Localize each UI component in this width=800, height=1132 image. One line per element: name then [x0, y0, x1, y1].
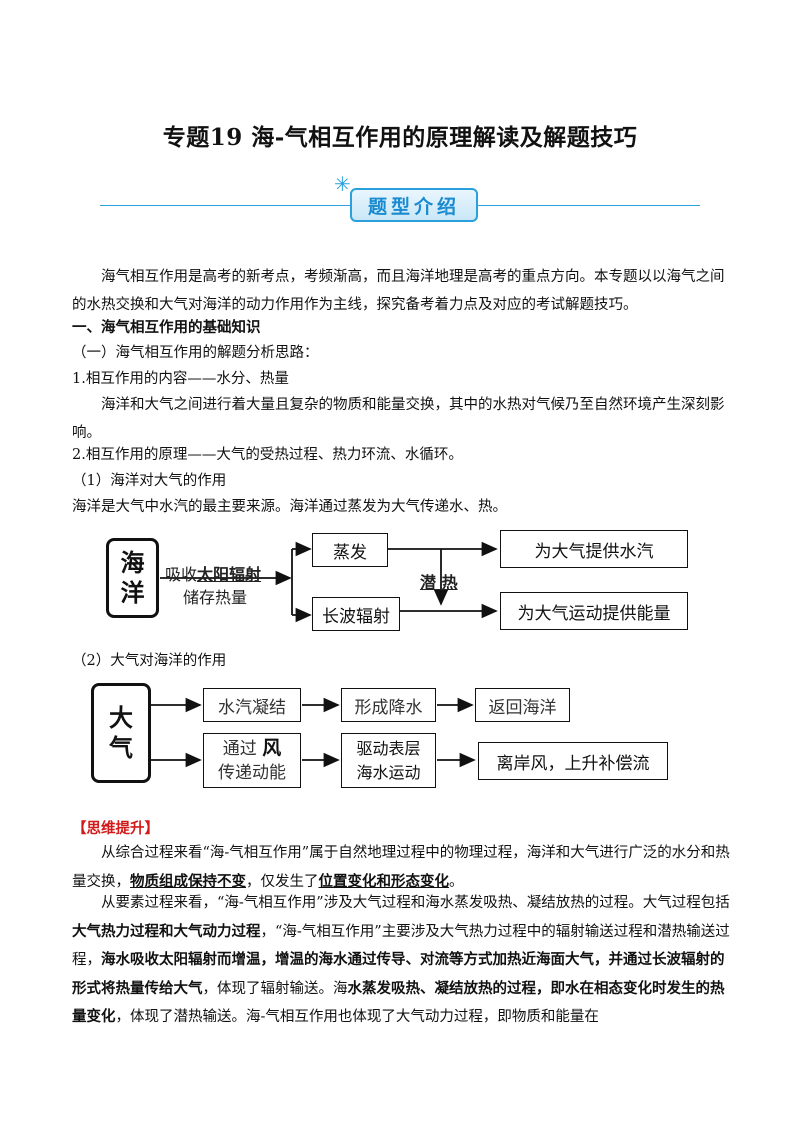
store-heat-label: 储存热量	[183, 588, 248, 607]
page-title: 专题19 海-气相互作用的原理解读及解题技巧	[162, 124, 638, 151]
t2-text-3: ，体现了辐射输送。海	[202, 980, 348, 997]
condensation-box: 水汽凝结	[203, 688, 301, 722]
thinking-paragraph-1: 从综合过程来看“海-气相互作用”属于自然地理过程中的物理过程，海洋和大气进行广泛…	[72, 840, 732, 896]
subheading-analysis: （一）海气相互作用的解题分析思路：	[72, 345, 319, 361]
latent-heat-label: 潜 热	[420, 573, 458, 592]
via-text: 通过	[222, 739, 257, 759]
return-ocean-box: 返回海洋	[475, 688, 570, 722]
t1-text-3: 。	[449, 873, 464, 890]
item-principle: 2.相互作用的原理——大气的受热过程、热力环流、水循环。	[72, 447, 463, 463]
evaporation-box: 蒸发	[312, 533, 388, 567]
item-content: 1.相互作用的内容——水分、热量	[72, 371, 289, 387]
t2-text-4: ，体现了潜热输送。海-气相互作用也体现了大气动力过程，即物质和能量在	[115, 1009, 599, 1025]
precipitation-box: 形成降水	[341, 688, 436, 722]
paragraph-exchange: 海洋和大气之间进行着大量且复杂的物质和能量交换，其中的水热对气候乃至自然环境产生…	[72, 397, 725, 441]
transfer-energy-text: 传递动能	[218, 763, 286, 783]
wind-kinetic-box: 通过 风 传递动能	[203, 733, 301, 788]
drive-surface-box: 驱动表层 海水运动	[341, 733, 436, 788]
absorb-label: 吸收太阳辐射	[165, 561, 261, 585]
section-heading: 一、海气相互作用的基础知识	[72, 319, 261, 336]
t1-emph-change: 位置变化和形态变化	[318, 872, 450, 890]
ocean-label: 海洋	[120, 549, 145, 607]
ocean-box: 海洋	[106, 538, 159, 618]
t1-emph-composition: 物质组成保持不变	[130, 872, 246, 890]
drive-line-1: 驱动表层	[356, 738, 421, 758]
subheading-ocean-to-air: （1）海洋对大气的作用	[72, 473, 227, 489]
atmosphere-box: 大气	[91, 683, 151, 783]
atmosphere-label: 大气	[109, 704, 133, 762]
section-badge: 题型介绍	[350, 188, 478, 222]
t2-emph-radiation: 海水吸收太阳辐射而增温，增温的海水通过传导、对流等方式加热近海面大气，并通过长波…	[72, 951, 725, 997]
intro-paragraph: 海气相互作用是高考的新考点，考频渐高，而且海洋地理是高考的重点方向。本专题以以海…	[72, 269, 725, 313]
subheading-air-to-ocean: （2）大气对海洋的作用	[72, 653, 227, 669]
t2-emph-latent: 水蒸发吸热、凝结放热的过程，即水在相态变化时发生的热量变化	[72, 979, 725, 1026]
absorb-text: 吸收	[165, 565, 198, 584]
t2-emph-processes: 大气热力过程和大气动力过程	[72, 922, 261, 940]
longwave-box: 长波辐射	[312, 597, 400, 631]
drive-line-2: 海水运动	[356, 762, 421, 782]
offshore-upwelling-box: 离岸风，上升补偿流	[478, 742, 668, 780]
via-wind-line: 通过 风	[223, 736, 281, 761]
t2-text: 从要素过程来看，“海-气相互作用”涉及大气过程和海水蒸发吸热、凝结放热的过程。大…	[101, 895, 730, 911]
sparkle-icon: ✳	[334, 172, 351, 196]
water-vapor-supply-box: 为大气提供水汽	[500, 530, 688, 568]
t1-text: 从综合过程来看“海-气相互作用”属于自然地理过程中的物理过程，海洋和大气进行广泛…	[72, 845, 730, 890]
t1-text-2: ，仅发生了	[246, 873, 319, 890]
solar-radiation-text: 太阳辐射	[197, 565, 262, 584]
paragraph-ocean-source: 海洋是大气中水汽的最主要来源。海洋通过蒸发为大气传递水、热。	[72, 499, 507, 515]
thinking-heading: 【思维提升】	[72, 820, 159, 837]
header-rule-left	[100, 205, 352, 206]
energy-supply-box: 为大气运动提供能量	[500, 592, 688, 630]
thinking-paragraph-2: 从要素过程来看，“海-气相互作用”涉及大气过程和海水蒸发吸热、凝结放热的过程。大…	[72, 890, 732, 1032]
wind-text: 风	[262, 737, 282, 759]
t2-text-2: ，“海-气相互作用”主要涉及大气热力过程中的辐射输送过程和潜热输送过程，	[72, 923, 730, 969]
header-rule-right	[476, 205, 700, 206]
